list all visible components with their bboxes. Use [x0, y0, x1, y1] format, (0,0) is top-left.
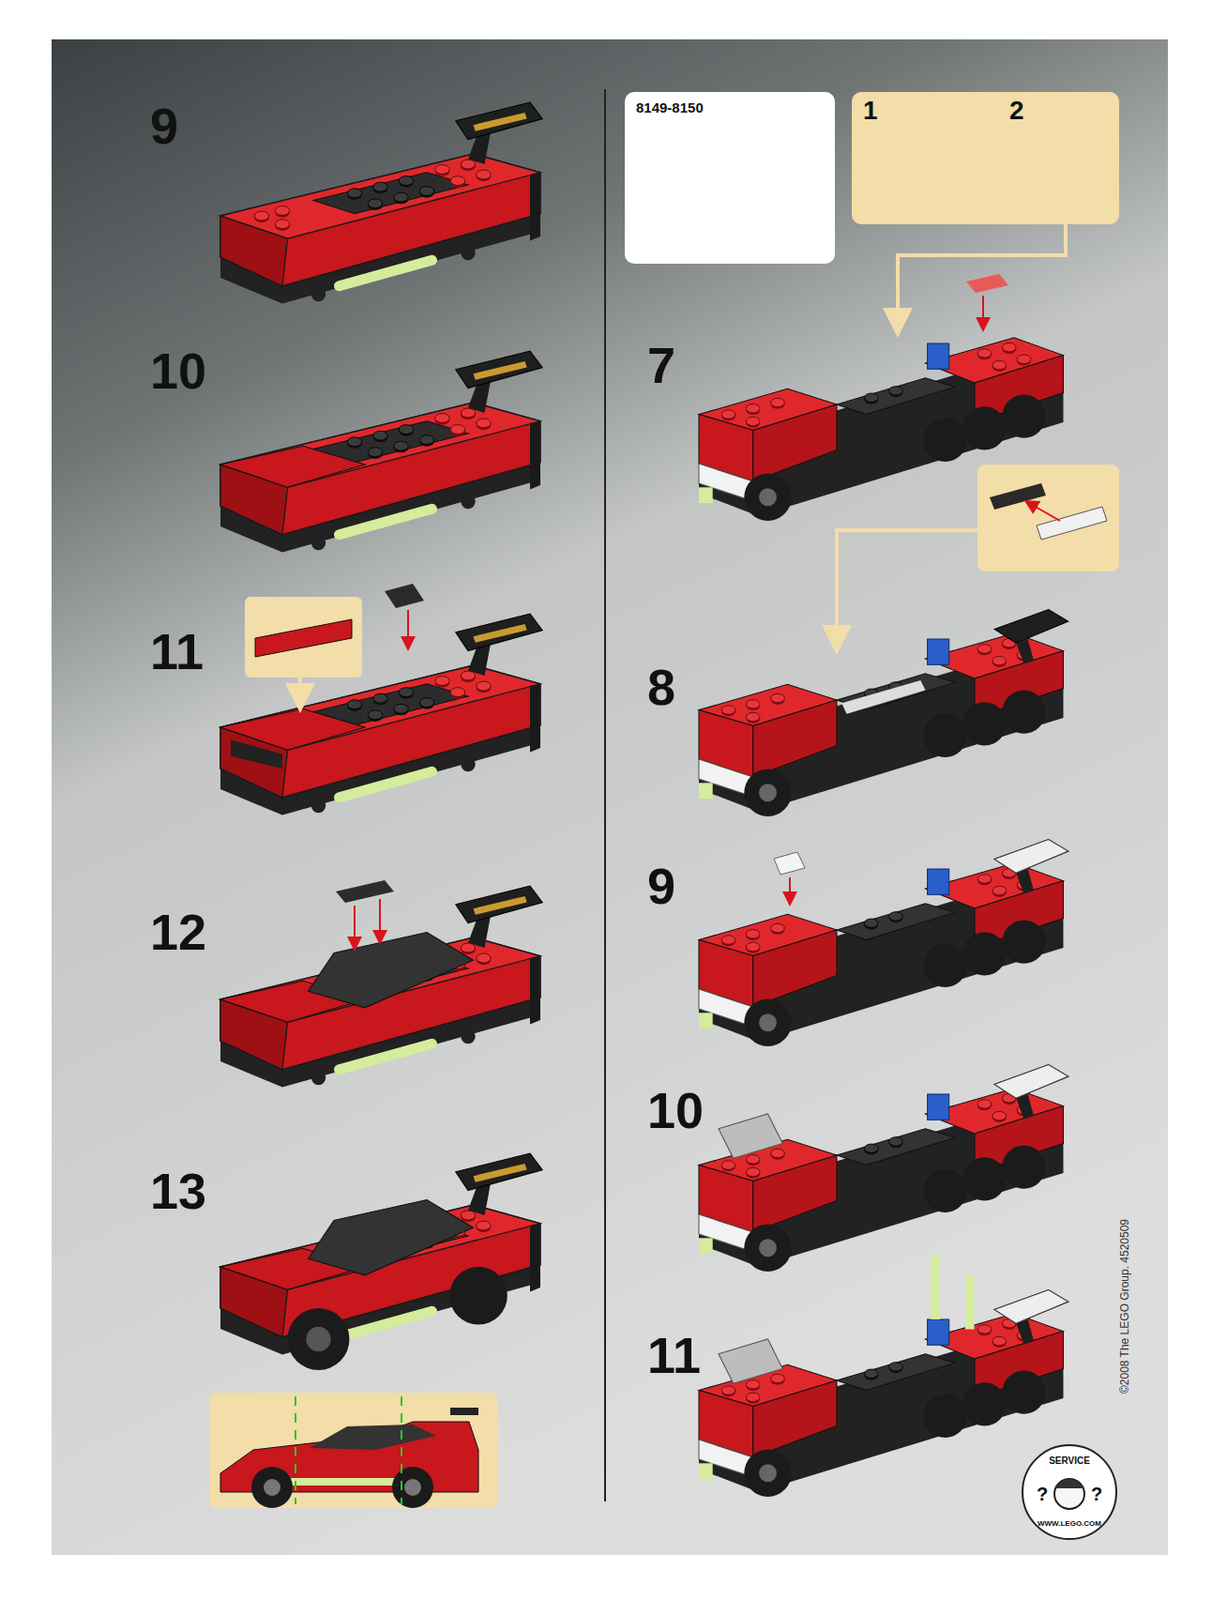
model-reference-box: 8149-8150 — [624, 91, 835, 264]
service-logo-mark: ? — [1090, 1483, 1103, 1504]
step-number: 9 — [150, 98, 179, 154]
service-logo-text: WWW.LEGO.COM — [1037, 1519, 1102, 1529]
service-logo-text: SERVICE — [1048, 1454, 1091, 1466]
step-number: 11 — [647, 1327, 701, 1383]
box-text: 2 — [1009, 95, 1025, 126]
step-number: 11 — [150, 623, 204, 680]
step-number: 7 — [647, 337, 676, 394]
copyright-note: ©2008 The LEGO Group. 4520509 — [1119, 1218, 1132, 1394]
step-number: 8 — [647, 659, 676, 715]
sub-assembly-box: 12 — [851, 91, 1120, 225]
step-number: 10 — [647, 1082, 704, 1138]
step-number: 9 — [647, 858, 676, 914]
box-text: 8149-8150 — [636, 99, 704, 116]
service-logo-mark: ? — [1036, 1483, 1048, 1504]
step-number: 13 — [150, 1163, 207, 1219]
step-number: 10 — [150, 343, 207, 399]
box-text: 1 — [863, 95, 879, 126]
step-number: 12 — [150, 904, 207, 960]
